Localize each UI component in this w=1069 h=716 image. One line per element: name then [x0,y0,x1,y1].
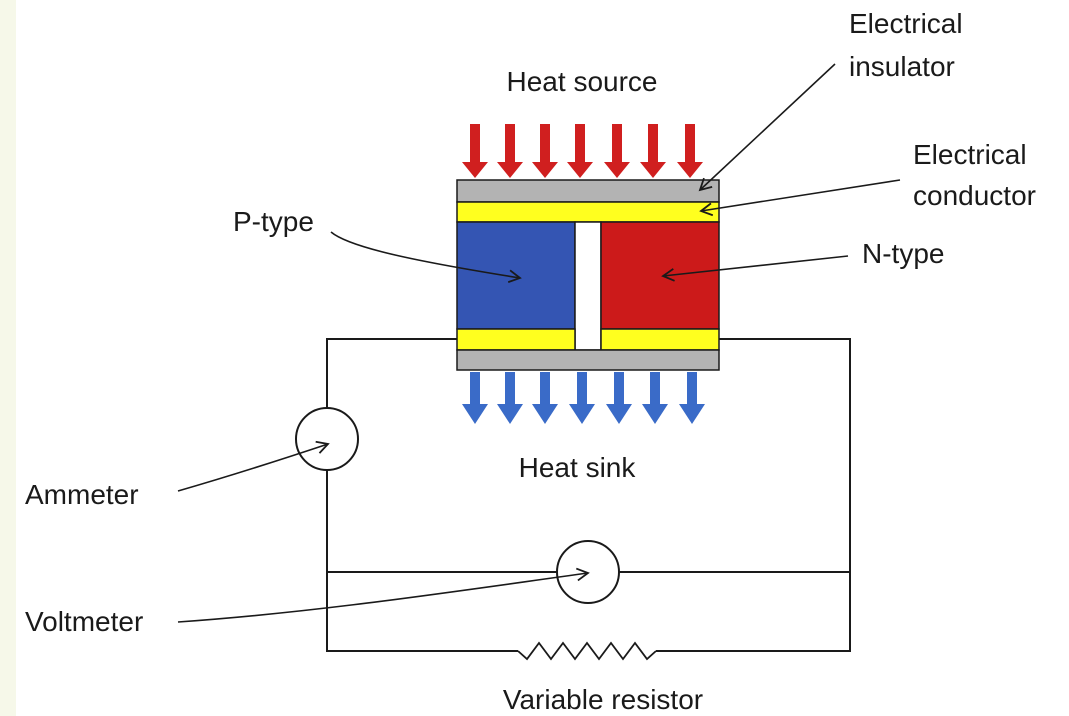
heat-arrow-3 [532,124,558,178]
cool-arrow-4 [569,372,595,424]
wire-left-bottom [326,470,518,652]
leader-p-type [330,231,522,284]
heat-arrow-7 [677,124,703,178]
bottom-insulator-layer [456,349,720,371]
cool-arrow-7 [679,372,705,424]
center-gap [574,221,602,351]
cool-arrow-2 [497,372,523,424]
label-electrical-conductor-line2: conductor [913,180,1036,211]
cool-arrow-3 [532,372,558,424]
label-electrical-insulator-line1: Electrical [849,8,963,39]
leader-electrical-conductor [699,179,901,217]
wire-right [656,338,851,652]
voltmeter-symbol [556,540,620,604]
heat-sink-arrows [462,372,705,424]
label-p-type: P-type [233,206,314,237]
cool-arrow-5 [606,372,632,424]
leader-voltmeter [177,567,590,623]
heat-arrow-5 [604,124,630,178]
cool-arrow-6 [642,372,668,424]
label-electrical-insulator-line2: insulator [849,51,955,82]
leader-ammeter [177,440,330,492]
variable-resistor-symbol [517,641,657,661]
p-type-leg [456,221,576,330]
label-ammeter: Ammeter [25,479,139,510]
label-voltmeter: Voltmeter [25,606,143,637]
ammeter-symbol [295,407,359,471]
heat-arrow-2 [497,124,523,178]
label-variable-resistor: Variable resistor [503,684,703,715]
label-electrical-conductor-line1: Electrical [913,139,1027,170]
bottom-conductor-right [600,328,720,351]
top-insulator-layer [456,179,720,203]
cool-arrow-1 [462,372,488,424]
label-n-type: N-type [862,238,944,269]
wire-left-top [326,338,457,408]
bottom-conductor-left [456,328,576,351]
circuit-wires [326,338,851,652]
label-heat-sink: Heat sink [519,452,637,483]
leader-n-type [661,255,849,282]
heat-source-arrows [462,124,703,178]
n-type-leg [600,221,720,330]
top-conductor-layer [456,201,720,223]
leader-electrical-insulator [698,63,836,192]
leader-lines [177,63,901,623]
thermoelectric-module [456,179,720,371]
heat-arrow-1 [462,124,488,178]
heat-arrow-6 [640,124,666,178]
label-heat-source: Heat source [507,66,658,97]
heat-arrow-4 [567,124,593,178]
